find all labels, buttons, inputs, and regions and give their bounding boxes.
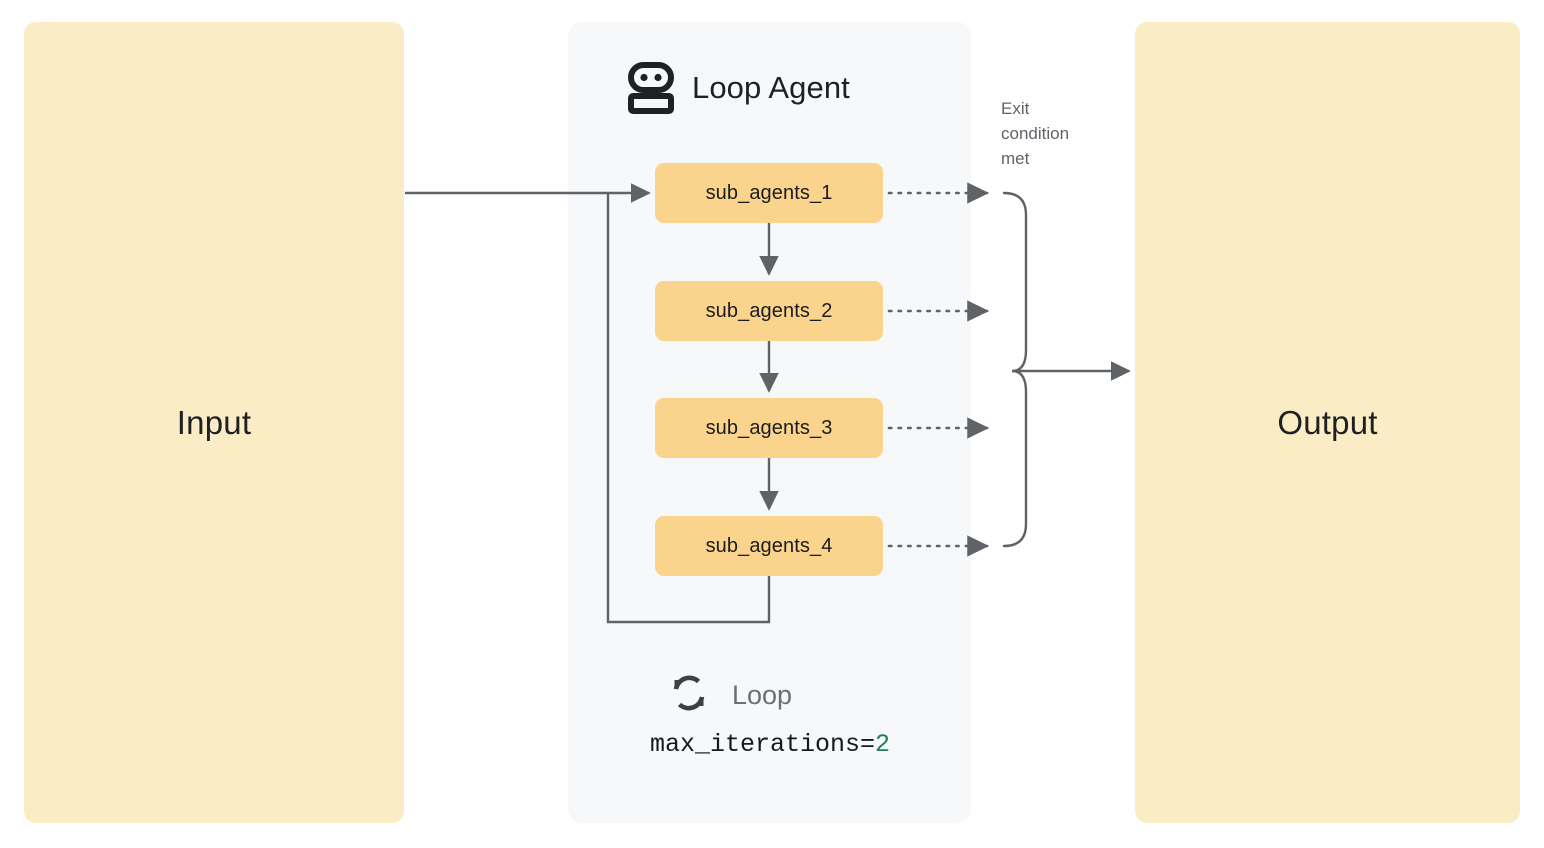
sub-agent-label: sub_agents_4	[705, 534, 833, 557]
max-iterations-key: max_iterations=	[649, 730, 876, 759]
exit-condition-line-2: condition	[1001, 124, 1070, 143]
exit-condition-annotation: Exit condition met	[1001, 96, 1111, 171]
max-iterations-value: 2	[875, 730, 891, 759]
robot-icon	[628, 62, 674, 114]
exit-condition-line-3: met	[1001, 149, 1030, 168]
exit-condition-line-1: Exit	[1001, 99, 1030, 118]
sub-agent-label: sub_agents_1	[705, 181, 833, 204]
loop-agent-header: Loop Agent	[628, 62, 850, 114]
loop-footer: Loop	[668, 672, 792, 719]
sub-agent-label: sub_agents_3	[705, 416, 833, 439]
sub-agent-box[interactable]: sub_agents_1	[655, 163, 883, 223]
loop-agent-title: Loop Agent	[692, 70, 850, 105]
loop-label: Loop	[732, 680, 793, 710]
sub-agent-box[interactable]: sub_agents_4	[655, 516, 883, 576]
max-iterations-text: max_iterations=2	[620, 730, 920, 759]
sub-agent-box[interactable]: sub_agents_2	[655, 281, 883, 341]
output-label: Output	[1277, 403, 1378, 441]
output-panel: Output	[1135, 22, 1520, 823]
input-panel: Input	[24, 22, 404, 823]
wire-exit-collector-bracket	[1002, 191, 1028, 548]
loop-sync-icon	[668, 672, 710, 719]
input-label: Input	[176, 403, 252, 441]
sub-agent-label: sub_agents_2	[705, 299, 833, 322]
sub-agent-box[interactable]: sub_agents_3	[655, 398, 883, 458]
